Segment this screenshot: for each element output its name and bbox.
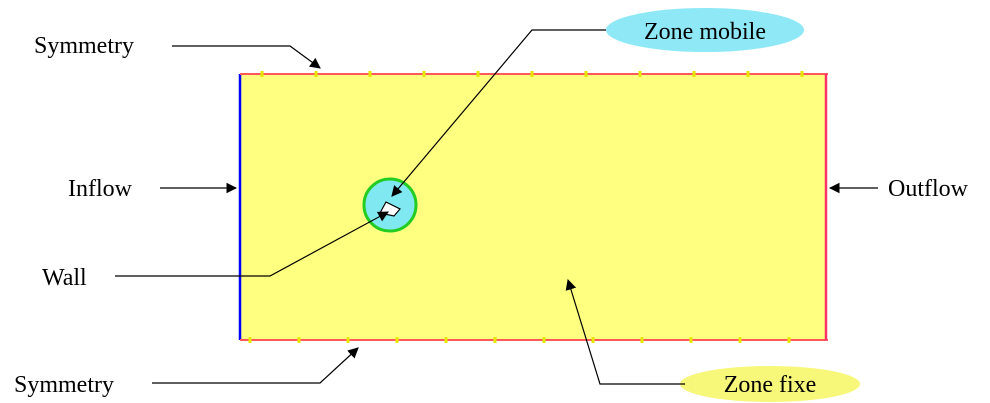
symmetry-top-label: Symmetry [34, 33, 134, 59]
top-boundary-marker-0 [260, 71, 264, 77]
leader-lines [115, 29, 878, 385]
zone-mobile-callout [606, 8, 804, 52]
inflow-label: Inflow [68, 176, 133, 202]
bottom-boundary-marker-5 [493, 337, 497, 343]
top-boundary-marker-3 [422, 71, 426, 77]
zone-fixe-leader [565, 278, 685, 385]
bottom-boundary-marker-6 [542, 337, 546, 343]
top-boundary-marker-6 [584, 71, 588, 77]
zone-fixe-label: Zone fixe [724, 372, 817, 398]
outflow-label: Outflow [888, 176, 969, 202]
bottom-boundary-markers [248, 337, 791, 343]
top-boundary-marker-4 [476, 71, 480, 77]
symmetry-top-leader [172, 45, 321, 69]
bottom-boundary-marker-0 [248, 337, 252, 343]
bottom-boundary-marker-4 [444, 337, 448, 343]
top-boundary-markers [260, 71, 804, 77]
bottom-boundary-marker-8 [640, 337, 644, 343]
top-boundary-marker-7 [638, 71, 642, 77]
top-boundary-marker-2 [368, 71, 372, 77]
bottom-boundary-marker-7 [591, 337, 595, 343]
top-boundary-marker-5 [530, 71, 534, 77]
top-boundary-marker-8 [692, 71, 696, 77]
bottom-boundary-marker-1 [297, 337, 301, 343]
symmetry-bottom-label: Symmetry [14, 372, 114, 398]
bottom-boundary-marker-10 [738, 337, 742, 343]
zone-mobile-leader [391, 29, 606, 197]
symmetry-bottom-leader [152, 347, 359, 384]
bottom-boundary-marker-9 [689, 337, 693, 343]
wall-leader [115, 211, 389, 277]
fixed-zone-domain [240, 74, 826, 340]
wall-label: Wall [42, 265, 87, 291]
bottom-boundary-marker-11 [787, 337, 791, 343]
zone-mobile-label: Zone mobile [644, 19, 766, 45]
top-boundary-marker-1 [314, 71, 318, 77]
bottom-boundary-marker-3 [395, 337, 399, 343]
top-boundary-marker-9 [746, 71, 750, 77]
bottom-boundary-marker-2 [346, 337, 350, 343]
zone-fixe-callout [680, 366, 860, 402]
top-boundary-marker-10 [800, 71, 804, 77]
